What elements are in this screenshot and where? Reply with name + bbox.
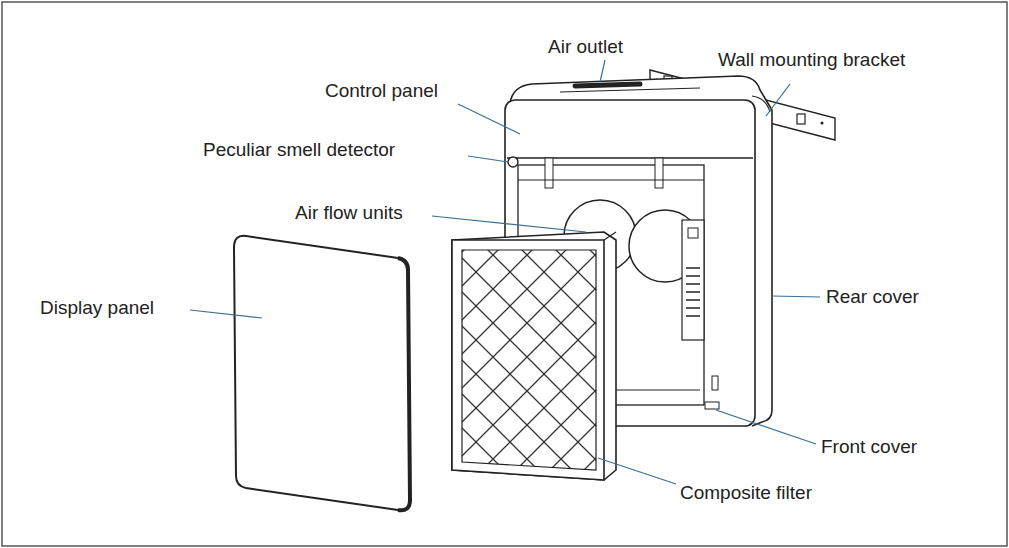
part-label: Peculiar smell detector — [203, 139, 395, 161]
part-label: Rear cover — [826, 286, 919, 308]
leader-lines — [190, 60, 820, 484]
part-label: Control panel — [325, 80, 438, 102]
part-label: Composite filter — [680, 482, 812, 504]
part-label: Air outlet — [548, 36, 623, 58]
display-panel — [234, 236, 410, 511]
composite-filter — [452, 232, 616, 480]
part-label: Wall mounting bracket — [718, 49, 905, 71]
part-label: Air flow units — [295, 202, 403, 224]
part-label: Front cover — [821, 436, 917, 458]
part-label: Display panel — [40, 297, 154, 319]
